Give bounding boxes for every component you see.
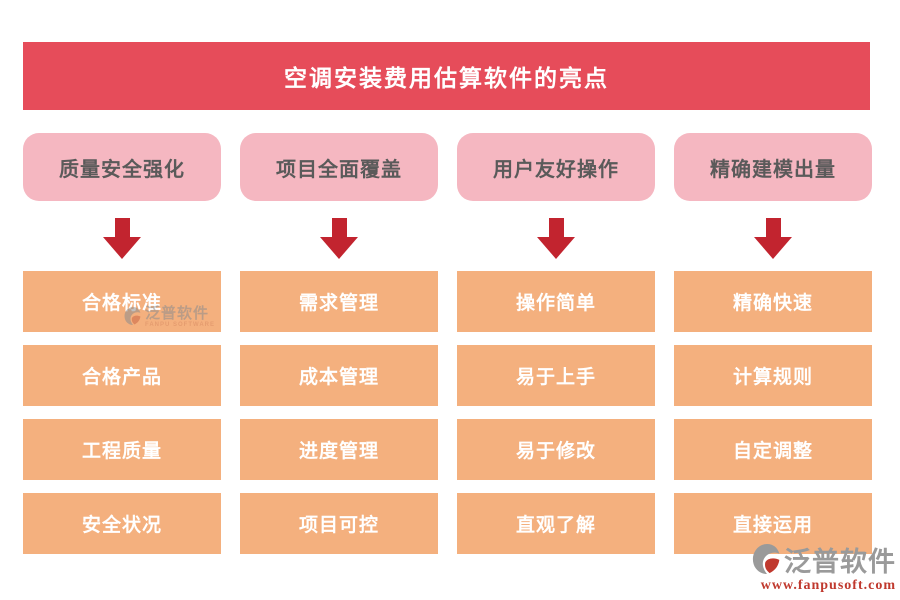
arrow-head [320, 237, 358, 259]
feature-item: 安全状况 [23, 493, 221, 554]
feature-item-label: 合格标准 [81, 293, 162, 314]
column-header: 精确建模出量 [674, 133, 872, 201]
down-arrow-icon [754, 218, 792, 259]
fanpu-watermark-subtitle: FANPU SOFTWARE [144, 322, 215, 328]
arrow-stem [765, 218, 781, 237]
feature-item: 合格产品 [23, 345, 221, 406]
down-arrow-icon [537, 218, 575, 259]
feature-item: 操作简单 [457, 271, 655, 332]
arrow-head [537, 237, 575, 259]
feature-item: 易于修改 [457, 419, 655, 480]
column-header: 用户友好操作 [457, 133, 655, 201]
feature-item: 计算规则 [674, 345, 872, 406]
feature-item: 精确快速 [674, 271, 872, 332]
page-title: 空调安装费用估算软件的亮点 [23, 42, 870, 110]
fanpu-logo-top: 泛普软件 [752, 543, 896, 580]
feature-item: 工程质量 [23, 419, 221, 480]
down-arrow-icon [103, 218, 141, 259]
feature-item: 成本管理 [240, 345, 438, 406]
arrow-stem [548, 218, 564, 237]
feature-column-modeling: 精确建模出量 精确快速 计算规则 自定调整 直接运用 [674, 133, 872, 567]
down-arrow-icon [320, 218, 358, 259]
feature-item: 需求管理 [240, 271, 438, 332]
feature-column-quality: 质量安全强化 合格标准 泛普软件 FANPU SOFTWARE 合格产品 [23, 133, 221, 567]
feature-item: 自定调整 [674, 419, 872, 480]
feature-item: 易于上手 [457, 345, 655, 406]
column-header: 质量安全强化 [23, 133, 221, 201]
feature-grid: 质量安全强化 合格标准 泛普软件 FANPU SOFTWARE 合格产品 [23, 133, 872, 567]
arrow-head [754, 237, 792, 259]
fanpu-logo-brand: 泛普软件 [784, 546, 896, 577]
fanpu-logo-url: www.fanpusoft.com [760, 578, 896, 593]
arrow-head [103, 237, 141, 259]
column-header: 项目全面覆盖 [240, 133, 438, 201]
feature-item: 合格标准 泛普软件 FANPU SOFTWARE [23, 271, 221, 332]
feature-item: 项目可控 [240, 493, 438, 554]
feature-item: 进度管理 [240, 419, 438, 480]
arrow-stem [114, 218, 130, 237]
feature-item: 直观了解 [457, 493, 655, 554]
fanpu-logo-icon [752, 543, 782, 580]
feature-column-user: 用户友好操作 操作简单 易于上手 易于修改 直观了解 [457, 133, 655, 567]
arrow-stem [331, 218, 347, 237]
feature-column-project: 项目全面覆盖 需求管理 成本管理 进度管理 项目可控 [240, 133, 438, 567]
fanpu-logo: 泛普软件 www.fanpusoft.com [752, 543, 896, 594]
feature-item: 直接运用 [674, 493, 872, 554]
